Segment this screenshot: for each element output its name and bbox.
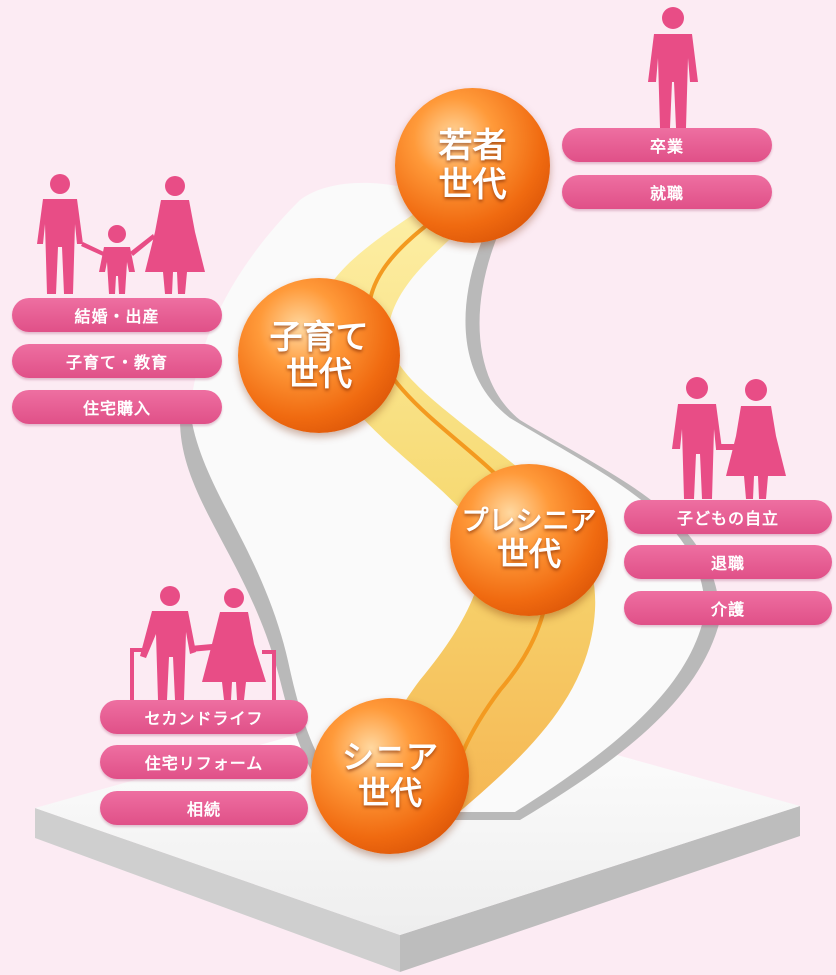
stage-ball-presenior: プレシニア 世代 bbox=[450, 464, 608, 616]
event-pill-inheritance: 相続 bbox=[100, 791, 308, 825]
stage-ball-presenior-line2: 世代 bbox=[496, 535, 561, 574]
stage-ball-young: 若者 世代 bbox=[395, 88, 550, 243]
event-pill-home-purchase: 住宅購入 bbox=[12, 390, 222, 424]
platform-side-left bbox=[35, 808, 400, 972]
event-pill-home-renovation: 住宅リフォーム bbox=[100, 745, 308, 779]
stage-ball-presenior-line1: プレシニア bbox=[461, 505, 597, 537]
stage-ball-senior: シニア 世代 bbox=[311, 698, 469, 854]
platform-side-right bbox=[400, 806, 800, 972]
couple-icon bbox=[672, 377, 786, 499]
stage-ball-young-line1: 若者 bbox=[438, 126, 507, 167]
stage-ball-parenting-line2: 世代 bbox=[286, 353, 352, 393]
stage-ball-senior-line2: 世代 bbox=[357, 774, 422, 812]
event-pill-graduation: 卒業 bbox=[562, 128, 772, 162]
elderly-couple-icon bbox=[130, 586, 276, 700]
stage-ball-parenting: 子育て 世代 bbox=[238, 278, 400, 433]
event-pill-employment: 就職 bbox=[562, 175, 772, 209]
event-pill-child-independence: 子どもの自立 bbox=[624, 500, 832, 534]
event-pill-second-life: セカンドライフ bbox=[100, 700, 308, 734]
event-pill-childrearing: 子育て・教育 bbox=[12, 344, 222, 378]
man-icon bbox=[648, 7, 698, 128]
family-icon bbox=[37, 174, 205, 294]
event-pill-nursing-care: 介護 bbox=[624, 591, 832, 625]
stage-ball-young-line2: 世代 bbox=[438, 164, 507, 205]
stage-ball-senior-line1: シニア bbox=[341, 738, 438, 777]
event-pill-retirement: 退職 bbox=[624, 545, 832, 579]
stage-ball-parenting-line1: 子育て bbox=[269, 316, 369, 356]
event-pill-marriage: 結婚・出産 bbox=[12, 298, 222, 332]
